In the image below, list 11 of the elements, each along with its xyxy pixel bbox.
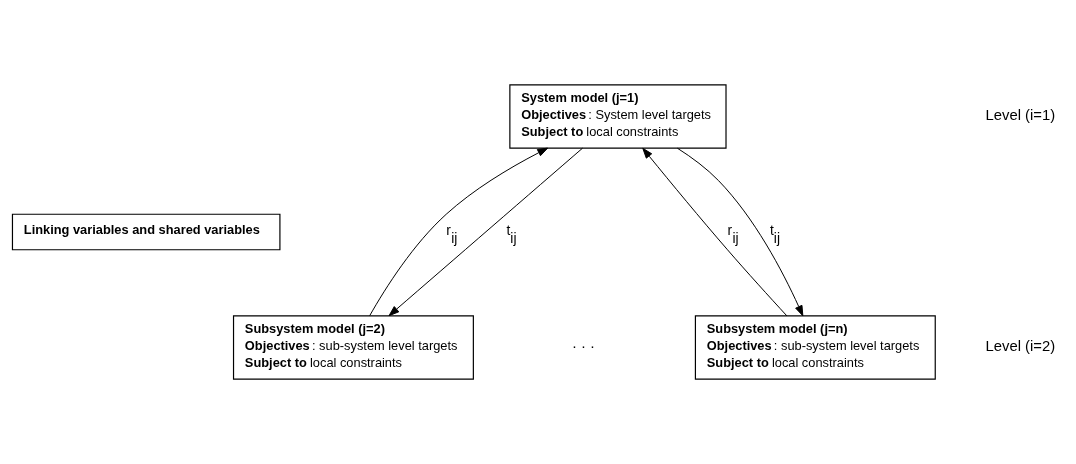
arrow	[369, 147, 549, 317]
arrow	[388, 147, 584, 317]
node-box: Subsystem model (j=2) Objectives: sub-system level targets Subject to local constraints	[232, 315, 474, 380]
label: Level (i=2)	[985, 337, 1056, 354]
arrow	[642, 147, 788, 317]
label: Level (i=1)	[985, 106, 1056, 123]
node-box: Linking variables and shared variables	[11, 213, 281, 251]
node-box: System model (j=1) Objectives: System level targets Subject to local constraints	[509, 84, 727, 149]
label: · · ·	[572, 337, 596, 354]
arrow	[676, 147, 804, 317]
node-box: Subsystem model (j=n) Objectives: sub-system level targets Subject to local constraints	[694, 315, 936, 380]
